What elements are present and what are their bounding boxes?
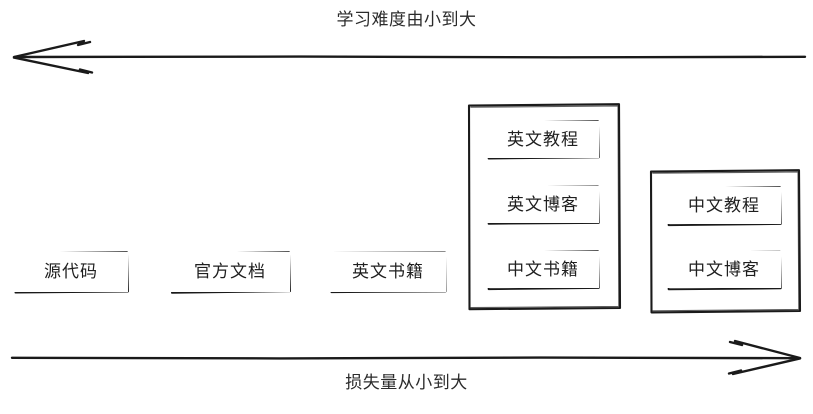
node-chinese-blog[interactable]: 中文博客 [667,251,781,288]
node-label: 中文教程 [688,195,760,216]
node-label: 中文书籍 [507,259,579,280]
node-english-books[interactable]: 英文书籍 [330,252,446,292]
top-axis-arrow [12,39,807,75]
bottom-axis-label: 损失量从小到大 [345,373,468,393]
group-outline-chinese-tutorial [649,169,802,314]
node-official-docs[interactable]: 官方文档 [170,252,290,292]
node-label: 官方文档 [194,262,266,282]
bottom-axis-arrow [10,339,802,376]
node-source-code[interactable]: 源代码 [14,252,128,292]
node-english-blog[interactable]: 英文博客 [487,186,599,223]
node-english-tutorial[interactable]: 英文教程 [487,121,599,158]
group-outline-english-tutorial [467,103,622,311]
node-label: 中文博客 [688,259,760,280]
node-label: 英文博客 [507,194,579,215]
node-chinese-tutorial[interactable]: 中文教程 [667,187,781,224]
node-label: 英文教程 [507,129,579,150]
top-axis-label: 学习难度由小到大 [336,10,477,30]
node-label: 英文书籍 [352,262,424,282]
node-chinese-books[interactable]: 中文书籍 [487,251,599,288]
node-label: 源代码 [44,262,98,282]
